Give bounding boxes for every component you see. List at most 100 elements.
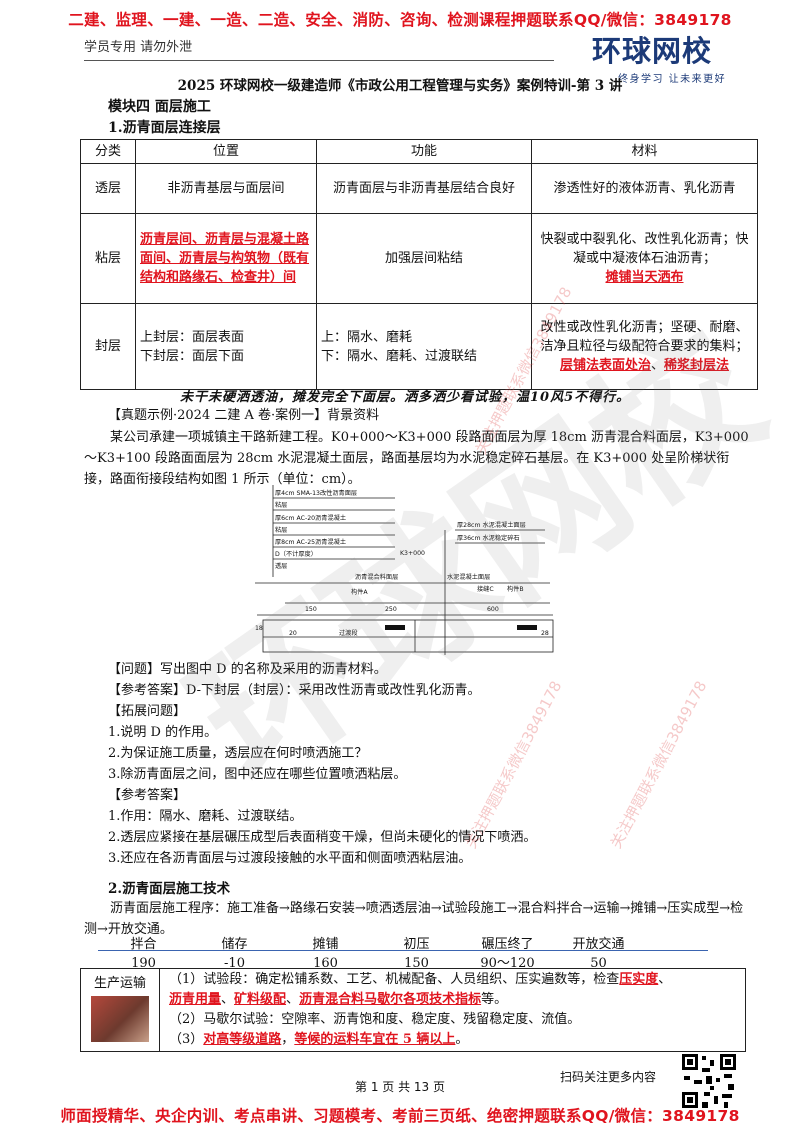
truck-photo <box>91 996 149 1042</box>
figure-layer-label: 厚8cm AC-25沥青混凝土 <box>275 538 346 546</box>
stage-temperature: -10 <box>224 956 245 971</box>
component-a-mark <box>385 625 405 630</box>
table-cell: 改性或改性乳化沥青；坚硬、耐磨、洁净且粒径与级配符合要求的集料； 层铺法表面处治、… <box>531 303 758 390</box>
qr-code-icon <box>680 1052 738 1110</box>
figure-component-a: 构件A <box>351 588 368 596</box>
extension-question: 1.说明 D 的作用。 <box>108 725 218 740</box>
qr-code[interactable] <box>680 1052 738 1110</box>
highlight-text: 压实度 <box>619 972 659 987</box>
handwritten-mnemonic: 未干未硬洒透油，摊发完全下面层。洒多洒少看试验，温10风5不得行。 <box>180 390 631 405</box>
extension-label: 【拓展问题】 <box>108 704 187 719</box>
highlight-text: 沥青层间、沥青层与混凝土路面间、沥青层与构筑物（既有结构和路缘石、检查井）间 <box>140 232 310 285</box>
table-cell: 封层 <box>80 303 136 390</box>
table-cell: 非沥青基层与面层间 <box>135 163 317 214</box>
temperature-stages: 拌合储存摊铺初压碾压终了开放交通 <box>98 933 738 952</box>
question: 【问题】写出图中 D 的名称及采用的沥青材料。 <box>108 662 387 677</box>
figure-dimension: 600 <box>487 606 499 613</box>
top-banner: 二建、监理、一建、一造、二造、安全、消防、咨询、检测课程押题联系QQ/微信：38… <box>68 11 732 29</box>
stage-temperature: 50 <box>590 956 607 971</box>
extension-answer: 2.透层应紧接在基层碾压成型后表面稍变干燥，但尚未硬化的情况下喷洒。 <box>108 830 537 845</box>
figure-station: K3+000 <box>400 550 425 557</box>
temperature-axis-line <box>98 950 708 951</box>
separator: 、 <box>658 972 672 987</box>
figure-layer-label: 透层 <box>275 562 287 570</box>
figure-layer-label: 粘层 <box>275 501 287 509</box>
temperature-values: 190 -10 160 150 90～120 50 <box>98 952 738 971</box>
scan-prompt: 扫码关注更多内容 <box>560 1070 657 1084</box>
highlight-text: 对高等级道路 <box>203 1032 282 1047</box>
logo-text: 环球网校 <box>592 34 713 68</box>
table-header: 位置 <box>135 139 317 164</box>
box-line-1: （1）试验段：确定松铺系数、工艺、机械配备、人员组织、压实遍数等，检查压实度、 <box>169 969 744 990</box>
stage-label: 开放交通 <box>572 937 625 952</box>
stage-temperature: 160 <box>313 956 338 971</box>
box-text: （1）试验段：确定松铺系数、工艺、机械配备、人员组织、压实遍数等，检查 <box>169 972 620 987</box>
stage-temperature: 150 <box>404 956 429 971</box>
bottom-banner: 师面授精华、央企内训、考点串讲、习题模考、考前三页纸、绝密押题联系QQ/微信：3… <box>60 1107 740 1125</box>
table-cell: 上：隔水、磨耗下：隔水、磨耗、过渡联结 <box>316 303 532 390</box>
highlight-text: 层铺法表面处治 <box>559 358 651 373</box>
pavement-structure-figure: 厚4cm SMA-13改性沥青面层 粘层 厚6cm AC-20沥青混凝土 粘层 … <box>255 485 554 655</box>
separator: ， <box>281 1032 295 1047</box>
figure-layer-label: 厚28cm 水泥混凝土面层 <box>457 521 526 529</box>
component-b-mark <box>517 625 537 630</box>
table-cell: 快裂或中裂乳化、改性乳化沥青；快凝或中凝液体石油沥青； 摊铺当天洒布 <box>531 213 758 304</box>
page-number: 第 1 页 共 13 页 <box>355 1080 445 1094</box>
extension-question: 3.除沥青面层之间，图中还应在哪些位置喷洒粘层。 <box>108 767 407 782</box>
table-cell: 沥青面层与非沥青基层结合良好 <box>316 163 532 214</box>
header-divider <box>84 60 554 61</box>
figure-layer-label: 粘层 <box>275 526 287 534</box>
figure-transition: 过渡段 <box>339 629 358 637</box>
watermark-text: 关注押题联系微信3849178 <box>606 677 711 852</box>
figure-component-b: 构件B <box>507 585 524 593</box>
stage-label: 拌合 <box>130 937 157 952</box>
highlight-text: 等候的运料车宜在 5 辆以上 <box>294 1032 456 1047</box>
table-cell: 加强层间粘结 <box>316 213 532 304</box>
cell-text: 改性或改性乳化沥青；坚硬、耐磨、洁净且粒径与级配符合要求的集料； <box>540 320 749 354</box>
figure-dimension: 18 <box>255 625 263 632</box>
figure-layer-label: 厚4cm SMA-13改性沥青面层 <box>275 489 357 497</box>
figure-layer-label: 厚36cm 水泥稳定碎石 <box>457 534 520 542</box>
extension-answer: 1.作用：隔水、磨耗、过渡联结。 <box>108 809 303 824</box>
cell-text: 上封层：面层表面 <box>140 329 245 345</box>
table-header: 功能 <box>316 139 532 164</box>
answer-label: 【参考答案】 <box>108 788 187 803</box>
example-paragraph: 某公司承建一项城镇主干路新建工程。K0+000～K3+000 段路面面层为厚 1… <box>84 430 749 487</box>
figure-dimension: 28 <box>541 630 549 637</box>
stage-label: 初压 <box>403 937 430 952</box>
separator: 、 <box>221 992 235 1007</box>
stage-label: 碾压终了 <box>481 937 534 952</box>
module-title: 模块四 面层施工 <box>108 99 211 115</box>
highlight-text: 矿料级配 <box>234 992 287 1007</box>
cell-text: 上：隔水、磨耗 <box>321 329 413 345</box>
figure-dimension: 150 <box>305 606 317 613</box>
answer: 【参考答案】D-下封层（封层）：采用改性沥青或改性乳化沥青。 <box>108 683 481 698</box>
example-label: 【真题示例·2024 二建 A 卷·案例一】背景资料 <box>108 408 380 423</box>
stage-temperature: 190 <box>131 956 156 971</box>
figure-layer-label: 厚6cm AC-20沥青混凝土 <box>275 514 346 522</box>
table-cell: 渗透性好的液体沥青、乳化沥青 <box>531 163 758 214</box>
stage-label: 储存 <box>221 937 248 952</box>
cell-text: 下封层：面层下面 <box>140 348 245 364</box>
document-title: 2025 环球网校一级建造师《市政公用工程管理与实务》案例特训-第 3 讲 <box>177 78 623 94</box>
cell-text: 快裂或中裂乳化、改性乳化沥青；快凝或中凝液体石油沥青； <box>540 232 749 266</box>
box-text: 。 <box>455 1032 469 1047</box>
box-text: 等。 <box>481 992 508 1007</box>
section2-title: 2.沥青面层施工技术 <box>108 881 231 897</box>
highlight-text: 沥青用量 <box>169 992 222 1007</box>
figure-label-asphalt: 沥青混合料面层 <box>355 573 398 581</box>
separator: 、 <box>650 358 664 373</box>
figure-label-concrete: 水泥混凝土面层 <box>447 573 490 581</box>
highlight-text: 稀浆封层法 <box>664 358 730 373</box>
brand-logo: 环球网校 终身学习 让未来更好 <box>592 28 742 85</box>
box-text: （3） <box>169 1032 204 1047</box>
table-cell: 沥青层间、沥青层与混凝土路面间、沥青层与构筑物（既有结构和路缘石、检查井）间 <box>135 213 317 304</box>
table-cell: 透层 <box>80 163 136 214</box>
box-label: 生产运输 <box>93 976 146 991</box>
extension-answer: 3.还应在各沥青面层与过渡段接触的水平面和侧面喷洒粘层油。 <box>108 851 472 866</box>
table-header: 材料 <box>531 139 758 164</box>
stage-temperature: 90～120 <box>480 956 535 971</box>
highlight-text: 摊铺当天洒布 <box>605 270 684 285</box>
connection-layer-table: 分类 位置 功能 材料 透层 非沥青基层与面层间 沥青面层与非沥青基层结合良好 … <box>80 139 758 390</box>
highlight-text: 沥青混合料马歇尔各项技术指标 <box>299 992 482 1007</box>
